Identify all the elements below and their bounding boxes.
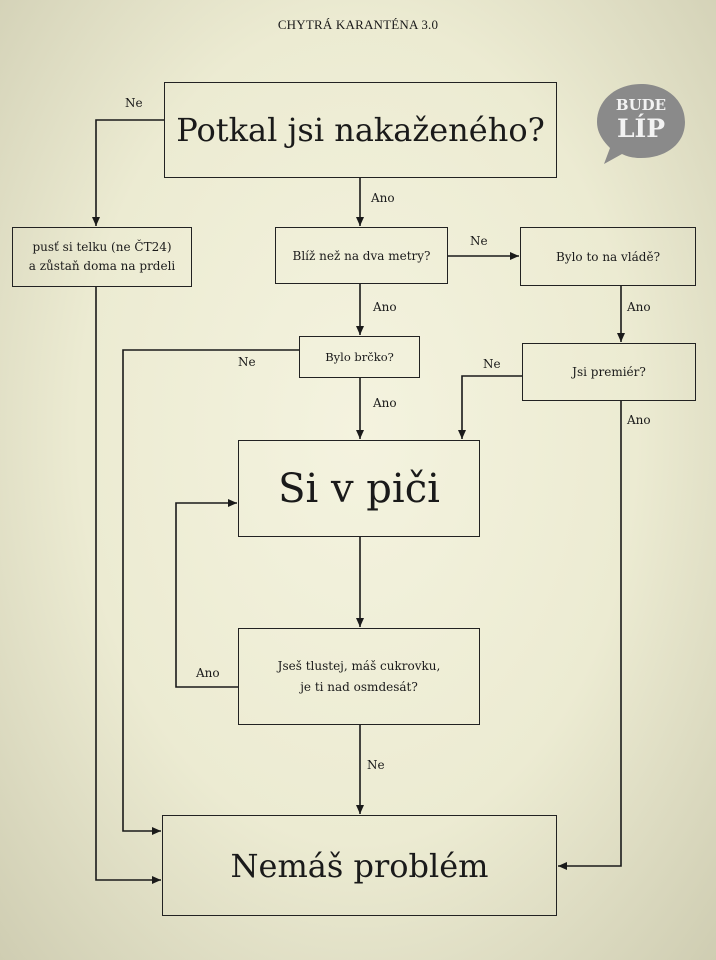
bude-lip-logo: BUDE LÍP (594, 82, 688, 166)
edge-tv-ok (95, 287, 161, 884)
node-watch-tv-line2: a zůstaň doma na prdeli (28, 259, 176, 273)
logo-line1: BUDE (615, 96, 667, 114)
label-risk-yes: Ano (196, 666, 220, 680)
label-gov-yes: Ano (627, 300, 651, 314)
node-watch-tv-stay-home: pusť si telku (ne ČT24) a zůstaň doma na… (12, 227, 192, 287)
node-risk-line2: je ti nad osmdesát? (300, 679, 418, 694)
node-closer-than-two-meters: Blíž než na dva metry? (275, 227, 448, 284)
node-no-problem: Nemáš problém (162, 815, 557, 916)
edge-pm-yes (558, 401, 622, 870)
label-start-no: Ne (125, 96, 143, 110)
node-in-trouble: Si v piči (238, 440, 480, 537)
node-was-straw: Bylo brčko? (299, 336, 420, 378)
edge-start-no (92, 119, 164, 226)
label-near-no: Ne (470, 234, 488, 248)
node-met-infected: Potkal jsi nakaženého? (164, 82, 557, 178)
node-risk-factors: Jseš tlustej, máš cukrovku, je ti nad os… (238, 628, 480, 725)
label-risk-no: Ne (367, 758, 385, 772)
edge-pm-no (458, 375, 522, 439)
diagram-title: CHYTRÁ KARANTÉNA 3.0 (277, 17, 439, 32)
edge-risk-yes (175, 499, 238, 688)
label-pm-no: Ne (483, 357, 501, 371)
label-brcko-no: Ne (238, 355, 256, 369)
edge-brcko-no (122, 349, 299, 835)
node-was-at-government: Bylo to na vládě? (520, 227, 696, 286)
label-brcko-yes: Ano (373, 396, 397, 410)
label-start-yes: Ano (371, 191, 395, 205)
speech-bubble-icon (597, 84, 685, 164)
label-near-yes: Ano (373, 300, 397, 314)
node-are-you-premier: Jsi premiér? (522, 343, 696, 401)
node-watch-tv-line1: pusť si telku (ne ČT24) (32, 240, 172, 254)
label-pm-yes: Ano (627, 413, 651, 427)
node-risk-line1: Jseš tlustej, máš cukrovku, (277, 658, 441, 673)
logo-line2: LÍP (616, 114, 666, 143)
